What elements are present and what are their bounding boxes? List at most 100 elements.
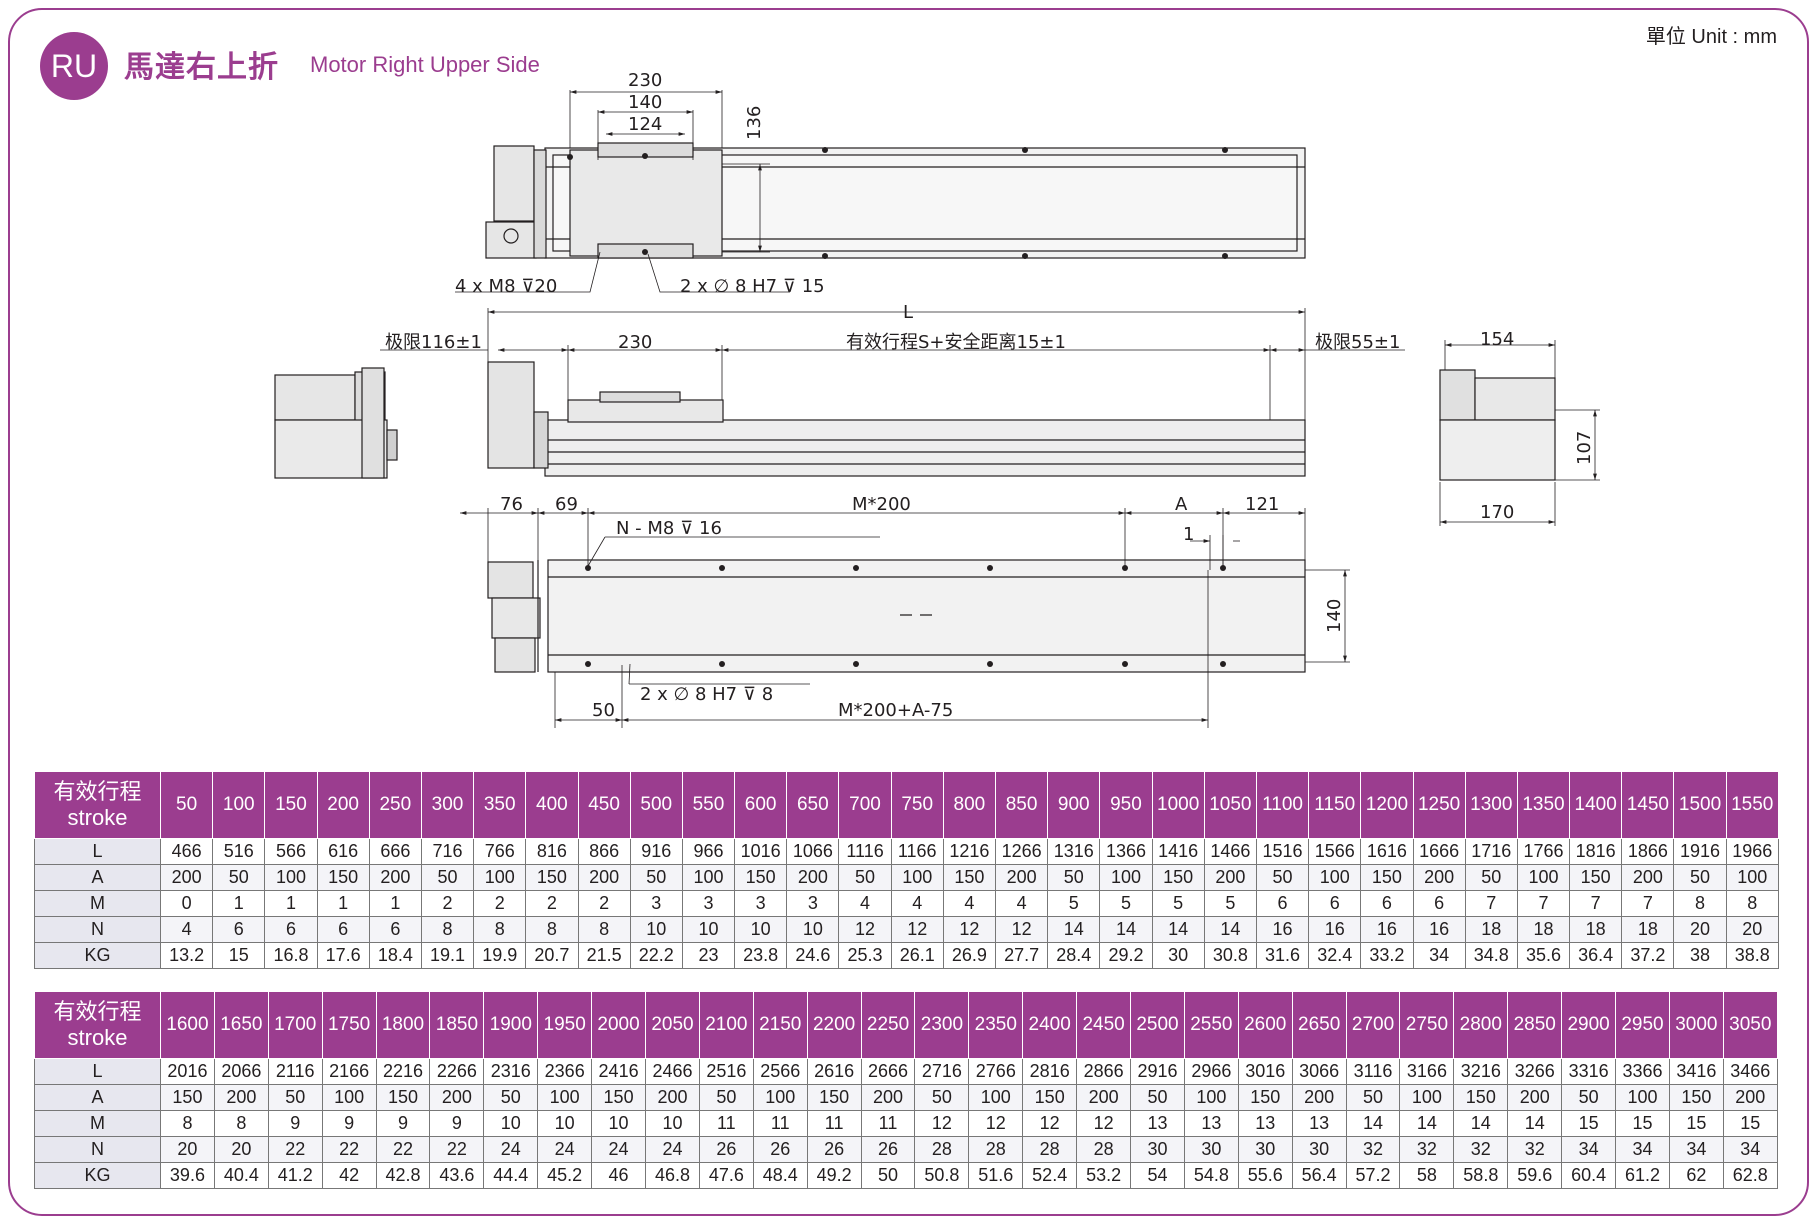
table-cell: 6: [1412, 890, 1466, 917]
table-cell: 716: [420, 838, 475, 865]
table-cell: 2: [420, 890, 475, 917]
stroke-cell: 2350: [968, 991, 1024, 1059]
row-label: N: [34, 1136, 161, 1163]
stroke-cell: 2500: [1130, 991, 1185, 1059]
table-cell: 9: [267, 1110, 323, 1137]
table-cell: 1: [316, 890, 370, 917]
table-cell: 28.4: [1047, 942, 1101, 969]
table-cell: 20: [160, 1136, 215, 1163]
table-cell: 16: [1255, 916, 1310, 943]
table-cell: 20: [213, 1136, 269, 1163]
stroke-cell: 2900: [1561, 991, 1617, 1059]
stroke-cell: 1250: [1412, 771, 1466, 839]
table-cell: 4: [942, 890, 997, 917]
table-cell: 100: [1516, 864, 1571, 891]
table-cell: 36.4: [1569, 942, 1623, 969]
stroke-cell: 100: [212, 771, 266, 839]
table-cell: 100: [473, 864, 527, 891]
table-cell: 2366: [537, 1058, 593, 1085]
table-cell: 8: [213, 1110, 269, 1137]
variant-badge: RU: [40, 32, 108, 100]
stroke-cell: 2050: [645, 991, 700, 1059]
table-cell: 1666: [1412, 838, 1466, 865]
stroke-cell: 1750: [321, 991, 377, 1059]
table-cell: 13: [1183, 1110, 1239, 1137]
table-cell: 39.6: [160, 1162, 215, 1189]
table-cell: 30: [1237, 1136, 1293, 1163]
table-cell: 3: [786, 890, 840, 917]
table-cell: 7: [1621, 890, 1675, 917]
side-view: [380, 308, 1405, 477]
table-cell: 18.4: [368, 942, 422, 969]
table-cell: 18: [1516, 916, 1571, 943]
stroke-cell: 1500: [1673, 771, 1727, 839]
table-cell: 100: [1099, 864, 1153, 891]
table-cell: 10: [734, 916, 788, 943]
table-cell: 200: [577, 864, 631, 891]
table-cell: 40.4: [213, 1162, 269, 1189]
stroke-cell: 2200: [806, 991, 862, 1059]
table-cell: 59.6: [1507, 1162, 1563, 1189]
stroke-cell: 950: [1099, 771, 1153, 839]
table-cell: 200: [1621, 864, 1675, 891]
table-cell: 2666: [860, 1058, 916, 1085]
stroke-cell: 1900: [483, 991, 539, 1059]
table-cell: 50: [1464, 864, 1518, 891]
table-cell: 50: [1561, 1084, 1617, 1111]
table-cell: 61.2: [1615, 1162, 1670, 1189]
table-cell: 47.6: [698, 1162, 754, 1189]
table-cell: 150: [1453, 1084, 1509, 1111]
table-cell: 6: [316, 916, 370, 943]
stroke-cell: 50: [159, 771, 214, 839]
table-cell: 150: [1569, 864, 1623, 891]
table-cell: 21.5: [577, 942, 631, 969]
table-cell: 6: [212, 916, 266, 943]
table-cell: 29.2: [1099, 942, 1153, 969]
table-cell: 200: [429, 1084, 485, 1111]
stroke-cell: 1000: [1151, 771, 1205, 839]
table-cell: 42: [321, 1162, 377, 1189]
table-cell: 200: [860, 1084, 916, 1111]
stroke-cell: 1050: [1203, 771, 1257, 839]
table-cell: 17.6: [316, 942, 370, 969]
table-cell: 6: [368, 916, 422, 943]
table-cell: 50: [914, 1084, 970, 1111]
stroke-cell: 200: [316, 771, 370, 839]
table-cell: 200: [159, 864, 214, 891]
stroke-cell: 700: [838, 771, 892, 839]
table-cell: 6: [264, 916, 318, 943]
stroke-cell: 1950: [537, 991, 593, 1059]
end-dim-170: 170: [1480, 502, 1514, 523]
mounting-holes: [567, 147, 1228, 667]
table-cell: 1816: [1569, 838, 1623, 865]
table-cell: 45.2: [537, 1162, 593, 1189]
table-cell: 2216: [375, 1058, 431, 1085]
table-cell: 50: [838, 864, 892, 891]
table-cell: 200: [1203, 864, 1257, 891]
table-cell: 150: [316, 864, 370, 891]
table-cell: 200: [1722, 1084, 1778, 1111]
table-cell: 34.8: [1464, 942, 1518, 969]
bottom-dim-m200a: M*200+A-75: [838, 700, 953, 721]
table-cell: 150: [160, 1084, 215, 1111]
bottom-dim-76: 76: [500, 494, 523, 515]
table-cell: 2016: [160, 1058, 215, 1085]
table-cell: 26: [860, 1136, 916, 1163]
top-callout-pins: 2 x ∅ 8 H7 ⊽ 15: [680, 276, 825, 297]
table-cell: 150: [942, 864, 997, 891]
table-cell: 10: [645, 1110, 700, 1137]
table-cell: 200: [1507, 1084, 1563, 1111]
table-cell: 28: [1076, 1136, 1132, 1163]
table-cell: 24: [591, 1136, 647, 1163]
table-cell: 2: [525, 890, 579, 917]
table-cell: 10: [537, 1110, 593, 1137]
table-cell: 1916: [1673, 838, 1727, 865]
